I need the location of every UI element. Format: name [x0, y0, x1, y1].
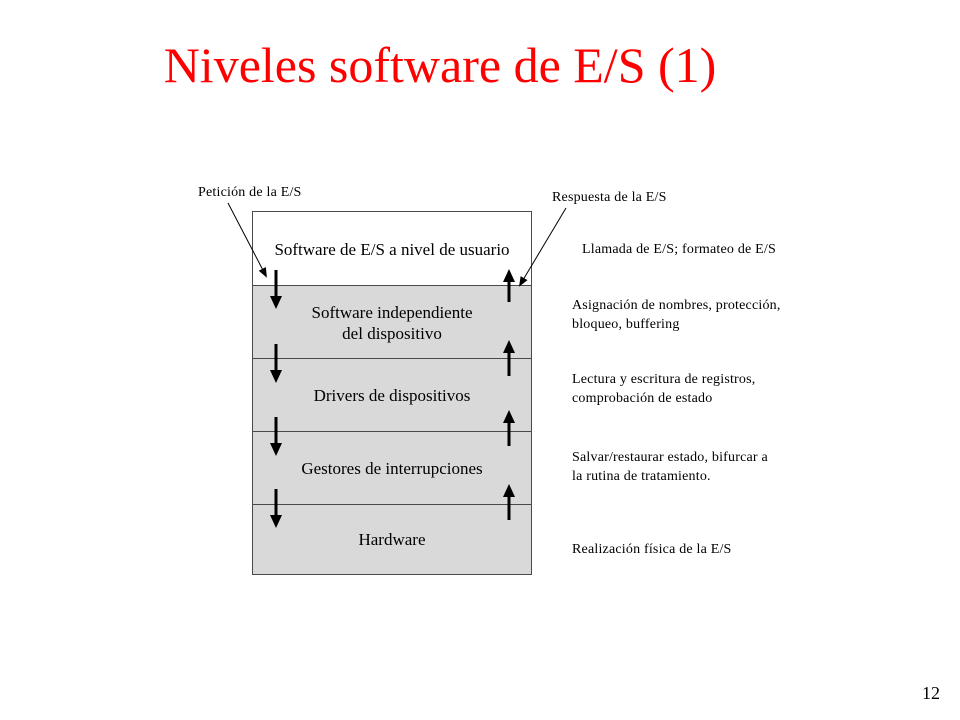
layer-device-independent-software: Software independiente del dispositivo: [253, 285, 531, 359]
layer-device-independent-label-line1: Software independiente: [311, 302, 473, 322]
layer-device-drivers-label: Drivers de dispositivos: [313, 386, 471, 405]
layer-interrupt-handlers: Gestores de interrupciones: [253, 431, 531, 505]
slide-title: Niveles software de E/S (1): [163, 37, 717, 93]
io-layer-stack: Software de E/S a nivel de usuario Softw…: [252, 211, 532, 575]
response-callout-label: Respuesta de la E/S: [552, 190, 667, 205]
layer-device-drivers-description-line2: comprobación de estado: [572, 391, 713, 406]
layer-user-level-description: Llamada de E/S; formateo de E/S: [582, 242, 776, 257]
layer-hardware-description: Realización física de la E/S: [572, 542, 732, 557]
layer-device-independent-description-line1: Asignación de nombres, protección,: [572, 298, 781, 313]
layer-interrupt-handlers-description-line2: la rutina de tratamiento.: [572, 469, 711, 484]
layer-user-level-software: Software de E/S a nivel de usuario: [253, 212, 531, 286]
layer-user-level-label: Software de E/S a nivel de usuario: [274, 239, 510, 259]
layer-device-independent-description-line2: bloqueo, buffering: [572, 317, 680, 332]
request-callout-label: Petición de la E/S: [198, 185, 302, 200]
layer-interrupt-handlers-label: Gestores de interrupciones: [301, 459, 483, 478]
layer-hardware: Hardware: [253, 504, 531, 574]
page-number: 12: [922, 683, 940, 703]
layer-hardware-label: Hardware: [358, 530, 426, 549]
layer-device-drivers: Drivers de dispositivos: [253, 358, 531, 432]
layer-interrupt-handlers-description-line1: Salvar/restaurar estado, bifurcar a: [572, 450, 768, 465]
layer-device-drivers-description-line1: Lectura y escritura de registros,: [572, 372, 756, 387]
layer-device-independent-label-line2: del dispositivo: [342, 323, 442, 343]
